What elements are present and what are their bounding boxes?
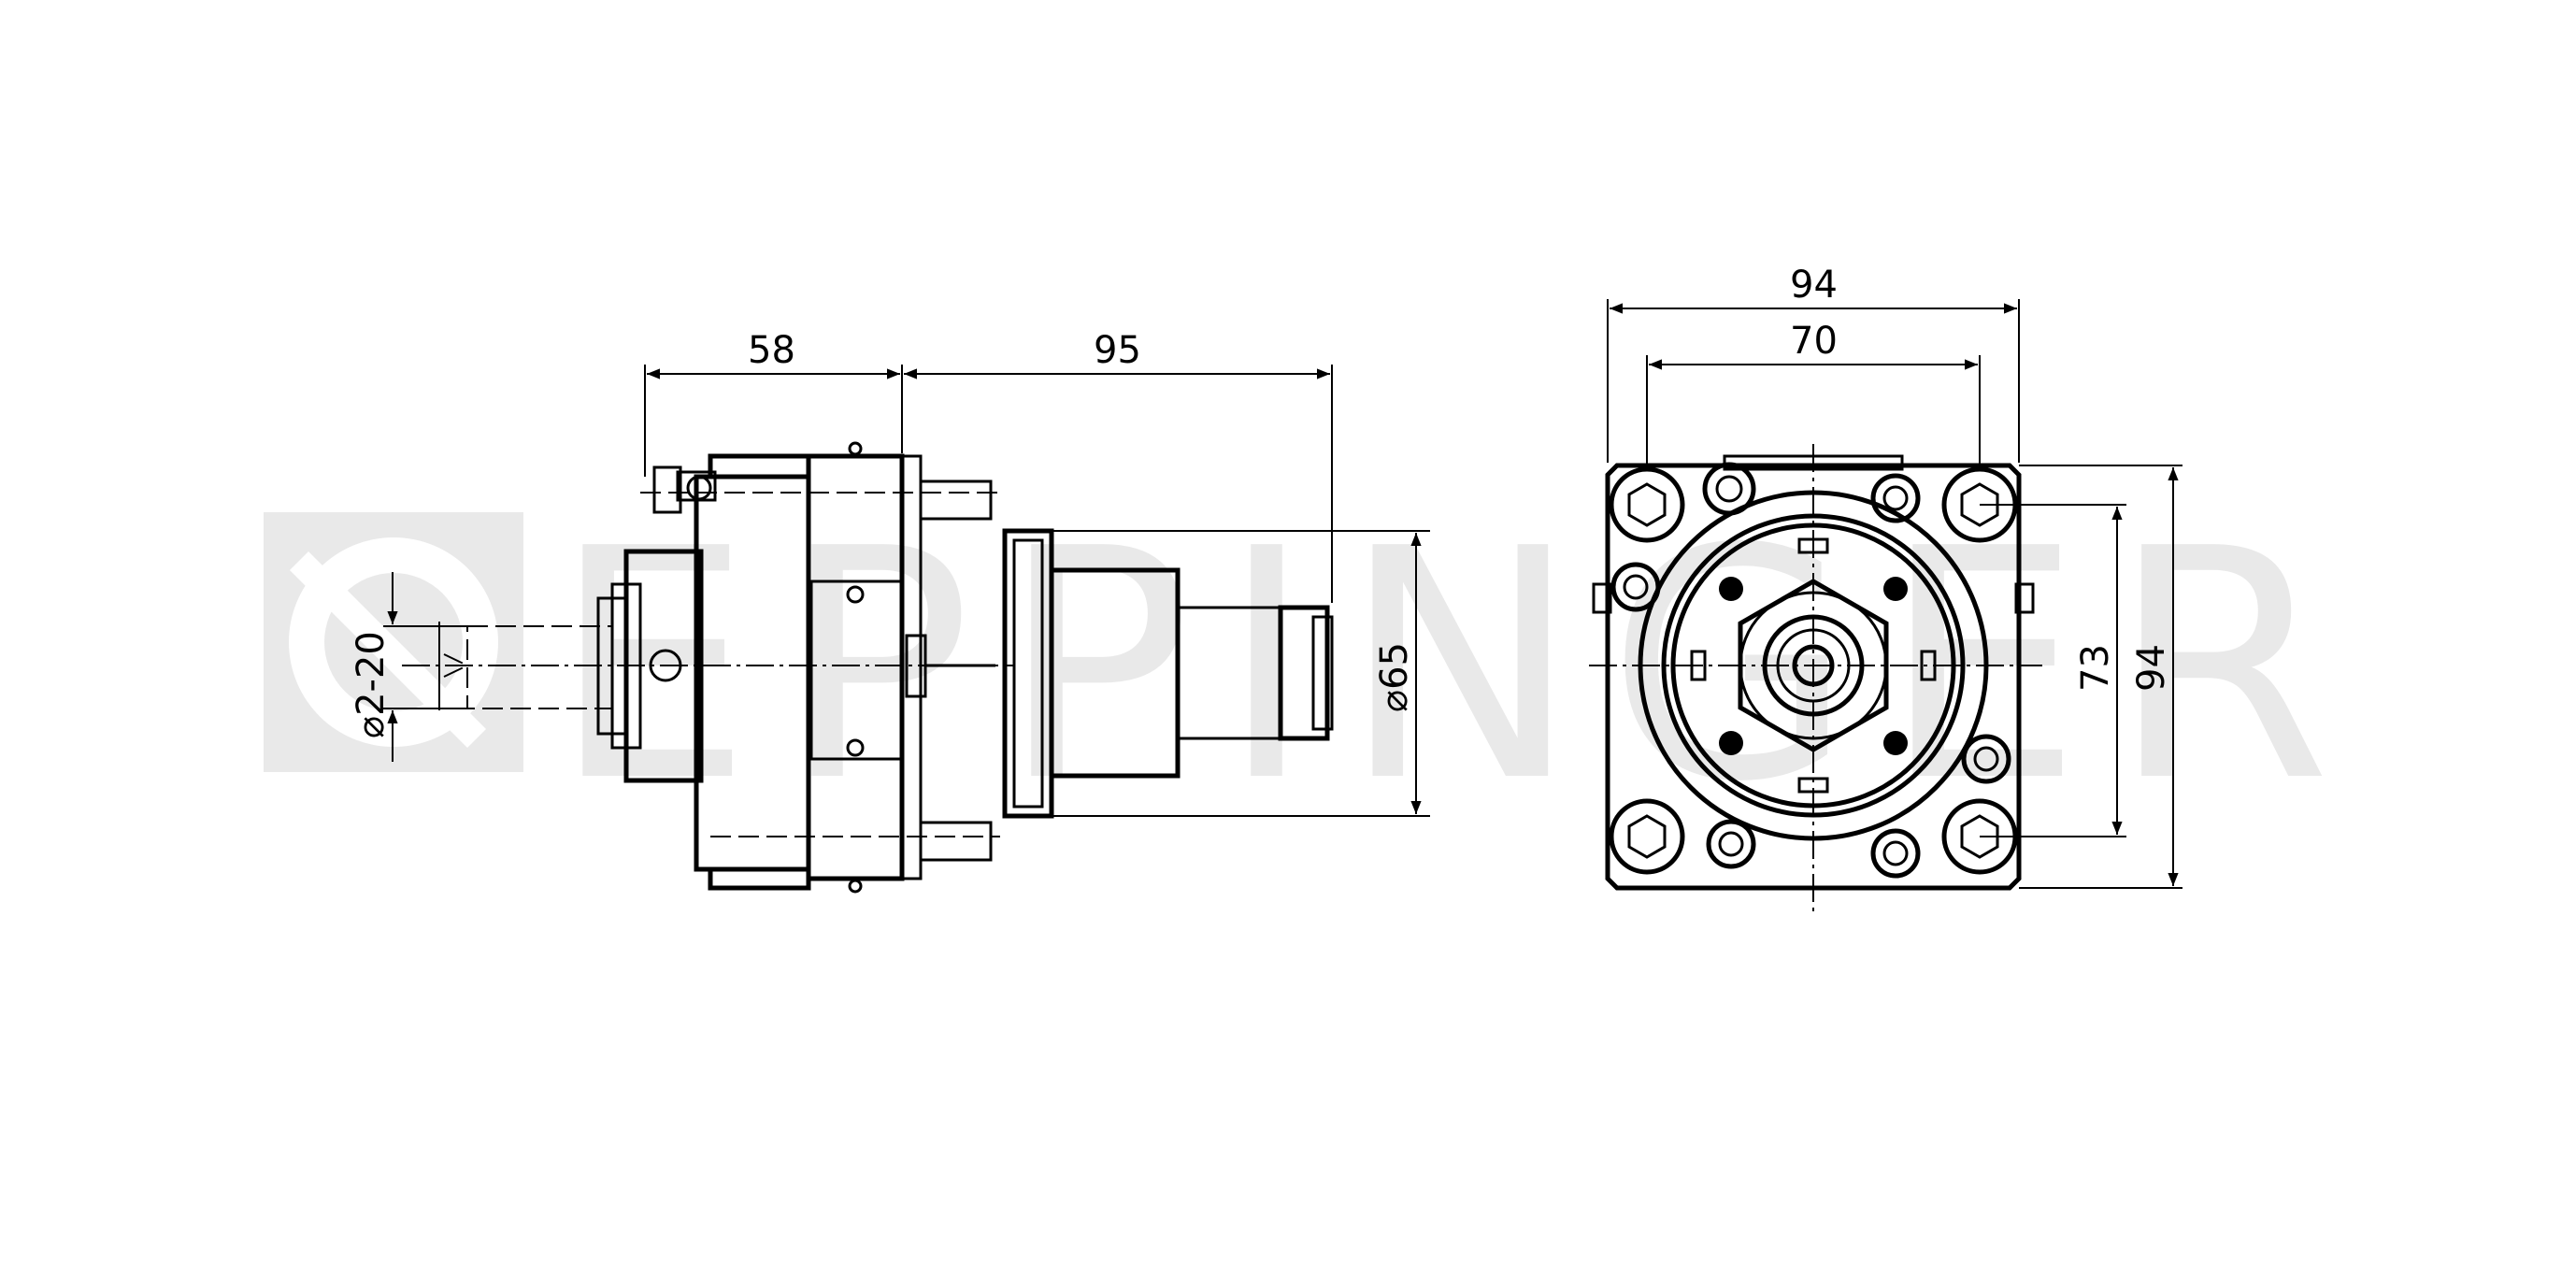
housing-top-lip [708,453,811,479]
spindle-flange [623,549,704,783]
top-nipple [848,441,863,456]
housing-bottom-lip [708,866,811,891]
inner-bolt-tl [1719,577,1743,601]
collet-hex-nut [1738,579,1889,752]
shank-spline [1311,615,1334,731]
collet-outer [1762,614,1865,717]
mount-hole-bottom-left [1706,819,1756,869]
index-pin [649,649,682,682]
screw-top [652,465,682,514]
ring-slot-left [1690,650,1707,681]
front-right-tab [2014,582,2035,614]
corner-screw-tl [1609,466,1685,543]
shank-end [1278,605,1330,741]
collet-middle [1776,628,1851,703]
ring-slot-right [1920,650,1937,681]
front-left-tab [1592,582,1612,614]
mount-hole-top-right [1870,473,1921,523]
ring-slot-bottom [1797,777,1829,794]
dim-70-label: 70 [1790,320,1838,363]
side-view: 58 95 ⌀65 ⌀2-20 [350,329,1430,894]
eppinger-logo-icon [264,512,523,772]
housing-window [809,580,904,761]
flange-ring-inner [1670,522,1956,809]
flange-outer [1638,490,1989,841]
shank-collar-inner [1012,538,1044,809]
dim-73-label: 73 [2074,644,2117,692]
dim-58-label: 58 [748,329,795,372]
front-plate [1605,463,2022,891]
dim-95-label: 95 [1094,329,1141,372]
collet-bore [1792,644,1835,687]
bottom-nipple [848,879,863,894]
mount-hole-bottom-right [1870,828,1921,879]
shank-body [1049,567,1181,779]
bolt-top [919,479,993,521]
mount-hole-top-left [1702,462,1756,516]
ring-slot-top [1797,537,1829,554]
tool-tip-line-2 [443,665,468,678]
dim-clamp-label: ⌀2-20 [350,631,393,738]
window-bolt-bottom [846,738,865,757]
mount-hole-right [1961,734,2011,784]
dim-94w-label: 94 [1790,264,1838,307]
inner-bolt-br [1883,731,1908,755]
nut-circle [1739,591,1888,740]
tool-tip-line [443,653,468,666]
corner-screw-bl [1609,798,1685,875]
window-bolt-top [846,585,865,604]
inner-bolt-bl [1719,731,1743,755]
inner-bolt-tr [1883,577,1908,601]
flange-ring [1661,513,1966,818]
mount-hole-left [1610,562,1661,612]
dim-65-label: ⌀65 [1373,642,1416,712]
front-view: 94 70 73 94 [1589,264,2182,911]
bolt-bottom [919,821,993,862]
dim-94h-label: 94 [2130,644,2173,692]
